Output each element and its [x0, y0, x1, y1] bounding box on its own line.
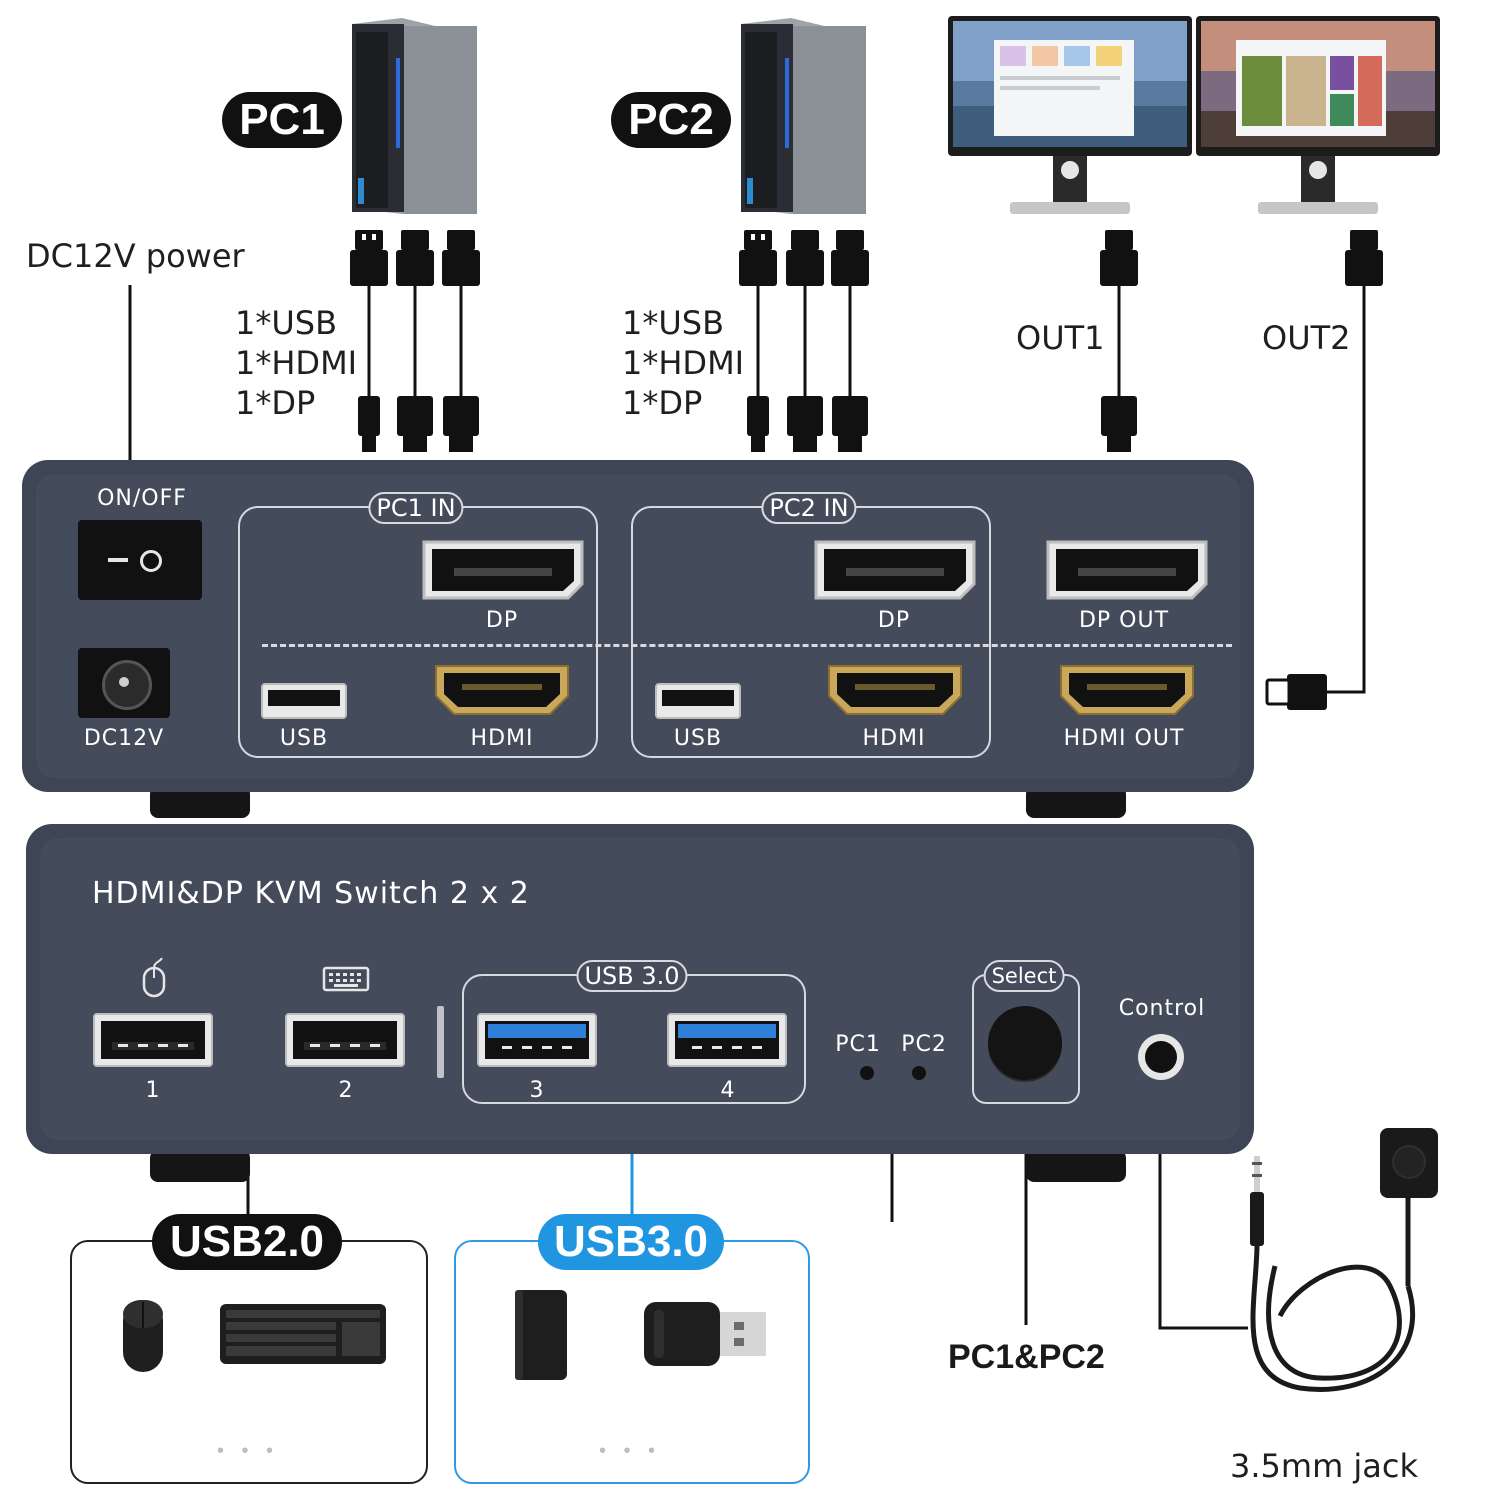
usb30-devices-box [454, 1240, 810, 1484]
out2-label: OUT2 [1262, 319, 1351, 357]
pc2-hdmi-label: HDMI [862, 726, 926, 751]
dc12v-label: DC12V [83, 726, 165, 751]
select-label: Select [983, 960, 1065, 992]
pc2-tower-icon [741, 18, 866, 214]
pc1-hdmi-port[interactable] [432, 662, 572, 718]
port-3-label: 3 [529, 1078, 545, 1103]
port-1-label: 1 [145, 1078, 161, 1103]
keyboard-icon [322, 966, 370, 992]
pc2-dp-port[interactable] [810, 536, 980, 602]
keyboard-device-icon [220, 1304, 386, 1364]
pc1-badge: PC1 [222, 92, 342, 148]
power-label: DC12V power [26, 237, 245, 275]
separator-bar [437, 1006, 444, 1078]
wired-remote-icon [1250, 1128, 1438, 1392]
switch-off-icon [108, 558, 128, 562]
usb-port-3[interactable] [476, 1012, 600, 1070]
pc1-cable-dp: 1*DP [235, 384, 316, 422]
control-label: Control [1118, 996, 1206, 1021]
mouse-device-icon [123, 1300, 163, 1372]
usb30-more: • • • [598, 1440, 662, 1462]
pc2-badge: PC2 [611, 92, 731, 148]
pc1-cable-hdmi: 1*HDMI [235, 344, 358, 382]
out1-label: OUT1 [1016, 319, 1105, 357]
led-pc2-indicator [912, 1066, 926, 1080]
pc1-tower-icon [352, 18, 477, 214]
usb30-badge: USB3.0 [538, 1214, 724, 1270]
port-2-label: 2 [338, 1078, 354, 1103]
pc1-usb-label: USB [279, 726, 329, 751]
panel-divider [262, 644, 1232, 647]
pc1-hdmi-label: HDMI [470, 726, 534, 751]
control-jack[interactable] [1138, 1034, 1184, 1080]
pc2-usb-label: USB [673, 726, 723, 751]
usb-port-2[interactable] [284, 1012, 408, 1070]
pc2-cable-hdmi: 1*HDMI [622, 344, 745, 382]
switch-on-icon [140, 550, 162, 572]
led-pc1-indicator [860, 1066, 874, 1080]
product-title: HDMI&DP KVM Switch 2 x 2 [92, 876, 530, 911]
hdmi-out-label: HDMI OUT [1063, 726, 1185, 751]
select-button[interactable] [988, 1006, 1062, 1080]
usb-flash-drive-icon [644, 1302, 766, 1366]
out2-plug-icon [1265, 674, 1327, 710]
led-pc2-label: PC2 [901, 1032, 947, 1057]
monitor-2-icon [1196, 16, 1440, 214]
pc2-in-label: PC2 IN [761, 492, 857, 524]
monitor-1-icon [948, 16, 1192, 214]
led-pc1-label: PC1 [835, 1032, 881, 1057]
port-4-label: 4 [720, 1078, 736, 1103]
pc2-dp-label: DP [877, 608, 911, 633]
mouse-icon [142, 957, 166, 998]
pc1-dp-label: DP [485, 608, 519, 633]
external-drive-icon [515, 1290, 567, 1380]
pc1-pc2-label: PC1&PC2 [948, 1338, 1105, 1376]
pc2-usb-port[interactable] [654, 682, 744, 722]
hdmi-out-port[interactable] [1057, 662, 1197, 718]
power-switch[interactable] [78, 520, 202, 600]
pc2-cable-usb: 1*USB [622, 304, 725, 342]
usb20-badge: USB2.0 [152, 1214, 342, 1270]
usb20-more: • • • [216, 1440, 280, 1462]
pc1-dp-port[interactable] [418, 536, 588, 602]
on-off-label: ON/OFF [97, 486, 187, 511]
pc1-in-label: PC1 IN [368, 492, 464, 524]
pc1-usb-port[interactable] [260, 682, 350, 722]
dp-out-port[interactable] [1042, 536, 1212, 602]
usb-port-1[interactable] [92, 1012, 216, 1070]
pc1-cable-usb: 1*USB [235, 304, 338, 342]
pc2-hdmi-port[interactable] [825, 662, 965, 718]
jack-label: 3.5mm jack [1230, 1447, 1419, 1485]
dc12v-jack[interactable] [78, 648, 170, 718]
front-foot-right [1026, 1150, 1126, 1182]
front-foot-left [150, 1150, 250, 1182]
usb-port-4[interactable] [666, 1012, 790, 1070]
cable-plugs [350, 230, 1383, 452]
dp-out-label: DP OUT [1078, 608, 1170, 633]
pc2-cable-dp: 1*DP [622, 384, 703, 422]
usb30-label: USB 3.0 [576, 960, 688, 992]
